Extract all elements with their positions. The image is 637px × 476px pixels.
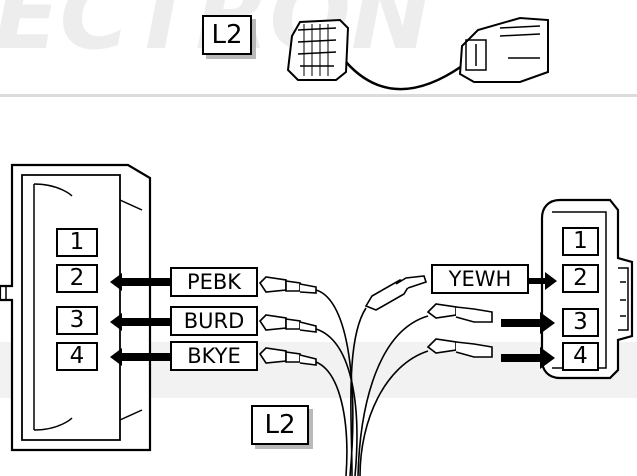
right-pin-4: 4 <box>562 342 599 371</box>
left-pin-4: 4 <box>56 342 98 371</box>
arrow-right-pin3 <box>501 312 555 334</box>
top-harness-illustration <box>286 16 549 91</box>
wire-label-pin2: PEBK <box>170 267 258 297</box>
terminal-right-pin2 <box>364 275 428 311</box>
terminal-pin4 <box>258 347 317 366</box>
section-divider <box>0 94 637 97</box>
arrow-left-pin2 <box>110 273 170 291</box>
right-pin-3: 3 <box>562 308 599 337</box>
left-arrows <box>110 273 170 366</box>
arrow-left-pin4 <box>110 348 170 366</box>
right-arrows <box>501 272 557 369</box>
connector-callout-bottom: L2 <box>251 405 309 445</box>
left-terminals <box>258 276 317 366</box>
wire-label-pin3: BURD <box>170 306 258 336</box>
left-pin-3: 3 <box>56 306 98 335</box>
harness-wires <box>315 289 429 476</box>
arrow-left-pin3 <box>110 313 170 331</box>
connector-callout-top: L2 <box>202 15 252 55</box>
wire-label-pin4: BKYE <box>170 341 258 371</box>
right-terminals <box>364 275 493 358</box>
left-pin-2: 2 <box>56 264 98 293</box>
left-pin-1: 1 <box>56 228 98 257</box>
right-pin-2: 2 <box>562 264 599 293</box>
terminal-right-pin3 <box>426 303 493 323</box>
right-pin-1: 1 <box>562 227 599 256</box>
wire-label-right-pin2: YEWH <box>431 264 529 294</box>
terminal-pin3 <box>258 314 317 333</box>
terminal-right-pin4 <box>426 338 493 358</box>
terminal-pin2 <box>258 276 317 294</box>
arrow-right-pin2 <box>529 272 557 290</box>
arrow-right-pin4 <box>501 347 555 369</box>
